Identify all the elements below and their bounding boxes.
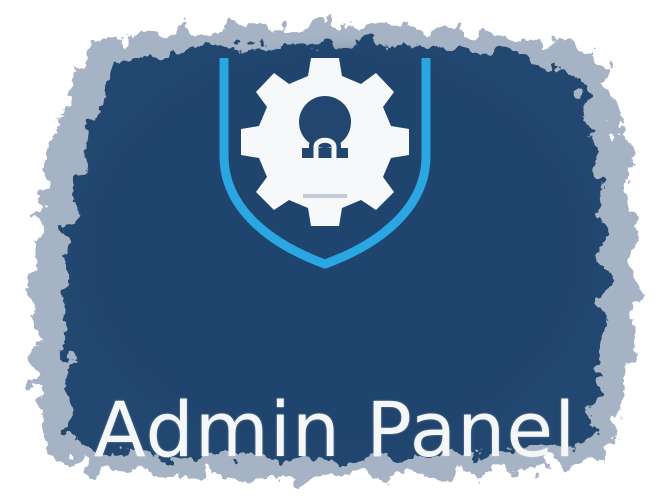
- admin-emblem: [219, 58, 431, 269]
- page-title: Admin Panel: [93, 385, 577, 474]
- shield-icon: [219, 58, 431, 269]
- backdrop-glow: [85, 50, 585, 450]
- lock-icon: [302, 132, 348, 198]
